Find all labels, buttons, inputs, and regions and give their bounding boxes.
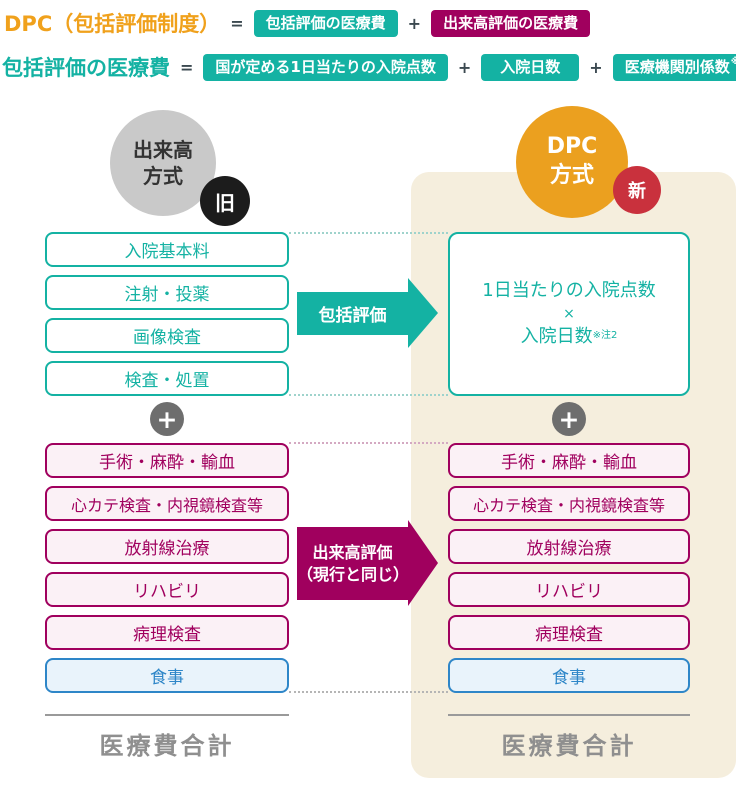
item-label: 食事 bbox=[150, 668, 184, 688]
plus-sign: + bbox=[407, 13, 422, 33]
plus-sign: + bbox=[589, 57, 603, 77]
badge-text: 出来高 bbox=[133, 138, 193, 162]
left-fee-item-pathology: 病理検査 bbox=[45, 615, 289, 650]
fee-arrow-head bbox=[408, 520, 438, 606]
left-total-label: 医療費合計 bbox=[99, 732, 235, 760]
equals-sign: = bbox=[180, 57, 194, 77]
item-label: 心カテ検査・内視鏡検査等 bbox=[472, 495, 665, 515]
dotted-connector-fee-top bbox=[289, 442, 448, 444]
right-fee-item-catheter: 心カテ検査・内視鏡検査等 bbox=[448, 486, 690, 521]
left-bundled-item-basic-charge: 入院基本料 bbox=[45, 232, 289, 267]
left-bundled-item-injection: 注射・投薬 bbox=[45, 275, 289, 310]
dotted-connector-meal-bottom bbox=[289, 691, 448, 693]
badge-fee-for-service-method: 出来高 方式 bbox=[110, 110, 216, 216]
item-label: 手術・麻酔・輸血 bbox=[99, 453, 235, 473]
item-label: 手術・麻酔・輸血 bbox=[501, 453, 637, 473]
left-fee-item-rehab: リハビリ bbox=[45, 572, 289, 607]
left-bundled-item-tests: 検査・処置 bbox=[45, 361, 289, 396]
item-label: 検査・処置 bbox=[124, 371, 210, 391]
chip-fee-for-service: 出来高評価の医療費 bbox=[431, 9, 591, 37]
left-fee-item-catheter: 心カテ検査・内視鏡検査等 bbox=[45, 486, 289, 521]
chip-hospital-coefficient: 医療機関別係数※注1 bbox=[612, 53, 736, 81]
plus-icon: + bbox=[150, 402, 184, 436]
plus-icon: + bbox=[552, 402, 586, 436]
badge-text: DPC bbox=[546, 134, 598, 160]
multiply-sign: × bbox=[563, 305, 575, 322]
badge-text: 方式 bbox=[143, 164, 183, 188]
fee-arrow: 出来高評価 （現行と同じ） bbox=[297, 527, 410, 600]
item-label: 入院基本料 bbox=[124, 242, 210, 262]
bundle-arrow: 包括評価 bbox=[297, 292, 408, 335]
fee-arrow-label-line2: （現行と同じ） bbox=[297, 564, 410, 584]
item-label: 画像検査 bbox=[133, 328, 201, 348]
bundle-arrow-head bbox=[408, 278, 438, 348]
formula-bundled-label: 包括評価の医療費 bbox=[2, 56, 170, 80]
right-fee-item-pathology: 病理検査 bbox=[448, 615, 690, 650]
item-label: 心カテ検査・内視鏡検査等 bbox=[70, 495, 263, 515]
badge-new-tag: 新 bbox=[613, 166, 661, 214]
badge-new-text: 新 bbox=[628, 181, 646, 202]
badge-text: 方式 bbox=[549, 163, 594, 188]
right-bundle-box: 1日当たりの入院点数 × 入院日数※注2 bbox=[448, 232, 690, 396]
chip-bundled-fee: 包括評価の医療費 bbox=[253, 9, 398, 37]
dotted-connector-bundle-bottom bbox=[289, 394, 448, 396]
right-total-label: 医療費合計 bbox=[501, 732, 637, 760]
item-label: 食事 bbox=[552, 668, 586, 688]
formula-bundled-fee: 包括評価の医療費 = 国が定める1日当たりの入院点数 + 入院日数 + 医療機関… bbox=[2, 52, 736, 82]
item-label: 放射線治療 bbox=[526, 539, 612, 559]
badge-dpc-method: DPC 方式 bbox=[516, 106, 628, 218]
left-fee-item-radiation: 放射線治療 bbox=[45, 529, 289, 564]
item-label: リハビリ bbox=[133, 582, 201, 602]
footnote-ref-1: ※注1 bbox=[731, 57, 736, 67]
chip-daily-points: 国が定める1日当たりの入院点数 bbox=[203, 53, 448, 81]
badge-old-tag: 旧 bbox=[200, 176, 250, 226]
bundle-line2-text: 入院日数 bbox=[520, 326, 593, 348]
bundle-line2: 入院日数※注2 bbox=[521, 324, 618, 350]
right-fee-item-surgery: 手術・麻酔・輸血 bbox=[448, 443, 690, 478]
item-label: リハビリ bbox=[535, 582, 603, 602]
plus-glyph: + bbox=[558, 404, 580, 434]
badge-old-text: 旧 bbox=[215, 190, 235, 215]
left-fee-item-surgery: 手術・麻酔・輸血 bbox=[45, 443, 289, 478]
plus-sign: + bbox=[457, 57, 472, 77]
plus-glyph: + bbox=[156, 404, 178, 434]
chip-hospital-coefficient-text: 医療機関別係数 bbox=[624, 57, 730, 76]
total-divider bbox=[448, 714, 690, 716]
footnote-ref-2: ※注2 bbox=[592, 330, 618, 342]
dotted-connector-top bbox=[289, 232, 448, 234]
equals-sign: = bbox=[230, 13, 244, 33]
bundle-line1: 1日当たりの入院点数 bbox=[482, 279, 656, 301]
item-label: 病理検査 bbox=[133, 625, 201, 645]
right-fee-item-rehab: リハビリ bbox=[448, 572, 690, 607]
chip-hospital-days: 入院日数 bbox=[481, 53, 580, 81]
item-label: 放射線治療 bbox=[124, 539, 210, 559]
total-divider bbox=[45, 714, 289, 716]
left-item-meal: 食事 bbox=[45, 658, 289, 693]
right-item-meal: 食事 bbox=[448, 658, 690, 693]
formula-dpc: DPC（包括評価制度） = 包括評価の医療費 + 出来高評価の医療費 bbox=[4, 8, 591, 38]
item-label: 注射・投薬 bbox=[124, 285, 210, 305]
right-fee-item-radiation: 放射線治療 bbox=[448, 529, 690, 564]
left-bundled-item-imaging: 画像検査 bbox=[45, 318, 289, 353]
bundle-arrow-label: 包括評価 bbox=[318, 306, 387, 326]
formula-dpc-label: DPC（包括評価制度） bbox=[4, 12, 221, 36]
item-label: 病理検査 bbox=[535, 625, 603, 645]
fee-arrow-label-line1: 出来高評価 bbox=[312, 542, 393, 562]
